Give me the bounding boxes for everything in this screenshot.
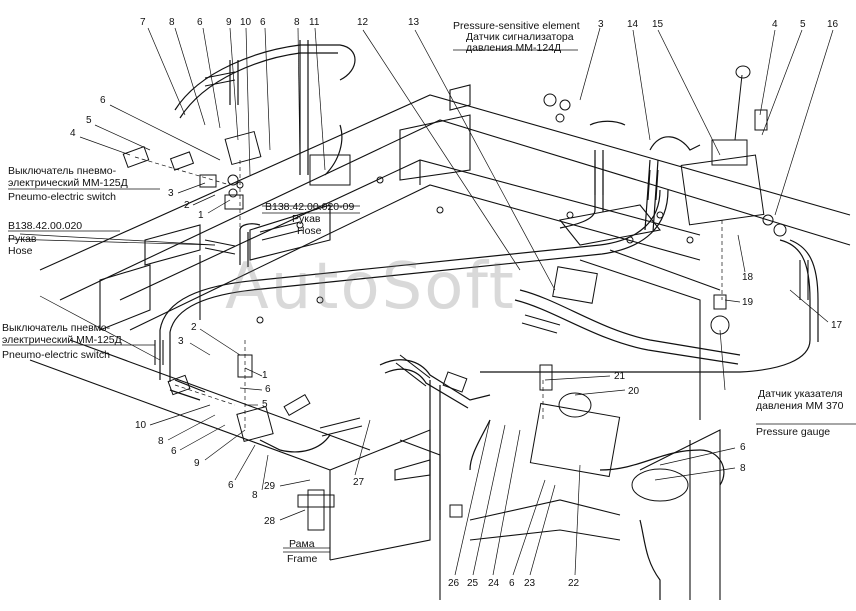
frame-rails	[29, 84, 851, 600]
callout-6: 6	[509, 578, 515, 589]
callout-9: 9	[194, 458, 200, 469]
callout-6: 6	[740, 442, 746, 453]
watermark: AutoSoft	[225, 250, 516, 324]
label-pressure-sensitive-ru-1: Датчик сигнализатора	[466, 31, 574, 43]
callout-6: 6	[171, 446, 177, 457]
callout-18: 18	[742, 272, 754, 283]
callout-6: 6	[100, 95, 106, 106]
callout-27: 27	[353, 477, 365, 488]
label-switch-bottom-ru-1: Выключатель пневмо-	[2, 322, 111, 334]
label-switch-bottom-en: Pneumo-electric switch	[2, 349, 110, 361]
callout-9: 9	[226, 17, 232, 28]
callout-17: 17	[831, 320, 843, 331]
callout-6: 6	[228, 480, 234, 491]
pipes	[159, 40, 819, 600]
callout-14: 14	[627, 19, 639, 30]
callout-29: 29	[264, 481, 276, 492]
callout-3: 3	[598, 19, 604, 30]
callout-21: 21	[614, 371, 626, 382]
callout-22: 22	[568, 578, 580, 589]
callout-8: 8	[294, 17, 300, 28]
callout-28: 28	[264, 516, 276, 527]
label-hose-left-en: Hose	[8, 245, 33, 257]
hose-segments	[154, 71, 809, 437]
callout-11: 11	[309, 17, 320, 28]
callout-4: 4	[772, 19, 778, 30]
callout-12: 12	[357, 17, 369, 28]
label-hose-left-ru: Рукав	[8, 233, 37, 245]
callout-23: 23	[524, 578, 536, 589]
label-underlines	[2, 49, 856, 553]
callout-20: 20	[628, 386, 640, 397]
label-gauge-ru-1: Датчик указателя	[758, 388, 843, 400]
label-gauge-ru-2: давления ММ 370	[756, 400, 844, 412]
callout-10: 10	[135, 420, 147, 431]
callout-15: 15	[652, 19, 664, 30]
callout-8: 8	[158, 436, 164, 447]
callout-8: 8	[252, 490, 258, 501]
callout-6: 6	[265, 384, 271, 395]
callout-6: 6	[197, 17, 203, 28]
label-hose-mid-code: B138.42.00.020-09	[265, 201, 355, 213]
callout-26: 26	[448, 578, 460, 589]
callout-5: 5	[800, 19, 806, 30]
leader-lines	[7, 27, 834, 576]
callout-1: 1	[198, 210, 204, 221]
callout-1: 1	[262, 370, 268, 381]
fittings	[122, 65, 787, 531]
label-switch-top-ru-2: электрический ММ-125Д	[8, 177, 128, 189]
label-switch-top-en: Pneumo-electric switch	[8, 191, 116, 203]
label-frame-en: Frame	[287, 553, 318, 565]
callout-8: 8	[169, 17, 175, 28]
callout-25: 25	[467, 578, 479, 589]
callout-2: 2	[191, 322, 197, 333]
label-switch-top-ru-1: Выключатель пневмо-	[8, 165, 117, 177]
label-pressure-sensitive-ru-2: давления ММ-124Д	[466, 42, 562, 54]
callout-5: 5	[86, 115, 92, 126]
label-switch-bottom-ru-2: электрический ММ-125Д	[2, 334, 122, 346]
label-pressure-sensitive-en: Pressure-sensitive element	[453, 20, 580, 32]
label-hose-mid-ru: Рукав	[292, 213, 321, 225]
label-gauge-en: Pressure gauge	[756, 426, 831, 438]
callout-19: 19	[742, 297, 754, 308]
label-hose-left-code: B138.42.00.020	[8, 220, 83, 232]
callout-8: 8	[740, 463, 746, 474]
callout-2: 2	[184, 200, 190, 211]
label-frame-ru: Рама	[289, 538, 315, 550]
callout-5: 5	[262, 399, 268, 410]
label-hose-mid-en: Hose	[297, 225, 322, 237]
callout-10: 10	[240, 17, 252, 28]
callout-7: 7	[140, 17, 146, 28]
callout-24: 24	[488, 578, 500, 589]
callout-13: 13	[408, 17, 420, 28]
callout-3: 3	[178, 336, 184, 347]
callout-16: 16	[827, 19, 839, 30]
callout-3: 3	[168, 188, 174, 199]
callout-4: 4	[70, 128, 76, 139]
callout-6: 6	[260, 17, 266, 28]
